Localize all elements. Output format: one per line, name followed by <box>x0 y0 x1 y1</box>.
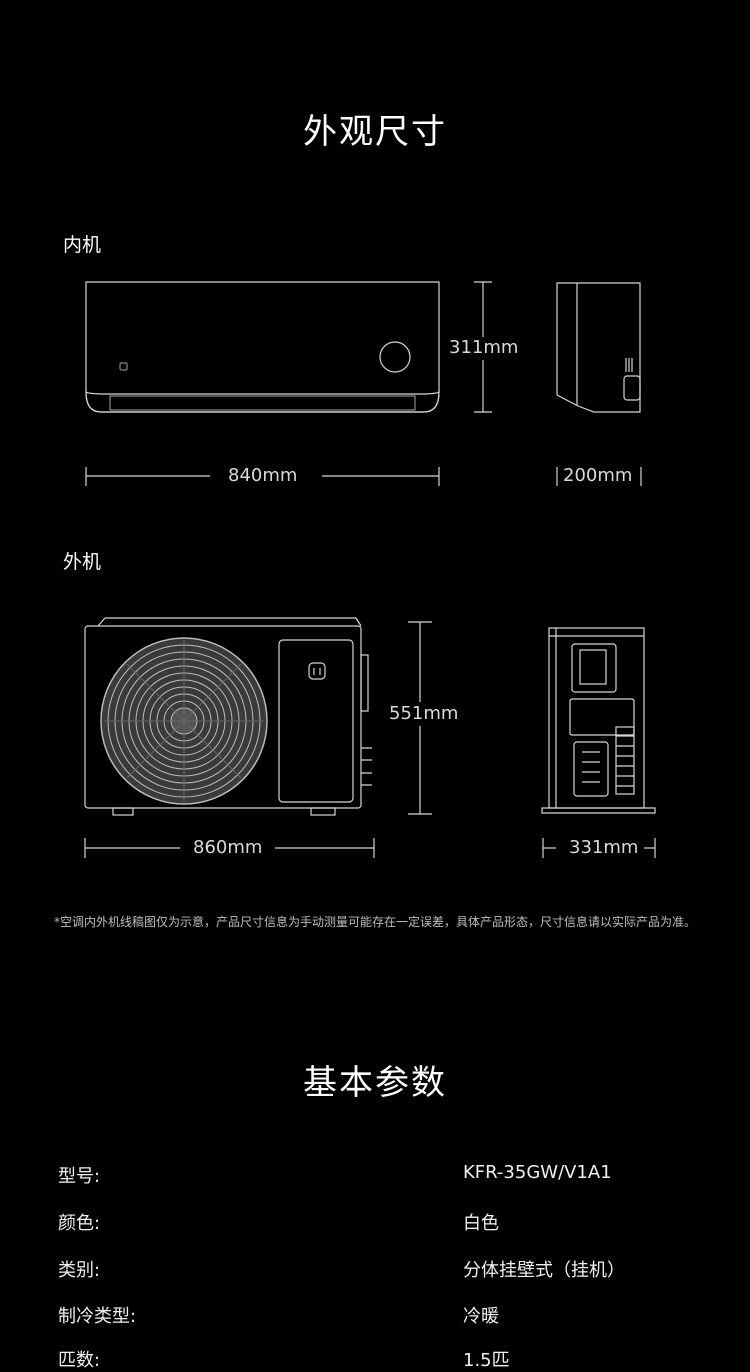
indoor-unit-front-drawing <box>85 281 440 413</box>
mijia-logo-icon <box>308 662 326 680</box>
spec-label-category: 类别: <box>58 1260 101 1281</box>
spec-label-cooling-type: 制冷类型: <box>58 1306 137 1327</box>
outdoor-width-dimension <box>84 838 375 858</box>
indoor-height-label: 311mm <box>443 337 525 359</box>
control-knob-icon <box>379 341 411 373</box>
spec-value-model: KFR-35GW/V1A1 <box>463 1162 612 1183</box>
outdoor-width-label: 860mm <box>187 837 269 859</box>
outdoor-depth-label: 331mm <box>563 837 645 859</box>
disclaimer-note: *空调内外机线稿图仅为示意，产品尺寸信息为手动测量可能存在一定误差，具体产品形态… <box>53 915 696 929</box>
spec-value-category: 分体挂壁式（挂机） <box>463 1260 625 1281</box>
mijia-logo-icon <box>119 362 128 371</box>
section-title-specs: 基本参数 <box>303 1063 447 1103</box>
indoor-width-label: 840mm <box>222 465 304 487</box>
outdoor-unit-side-drawing <box>541 627 656 814</box>
outdoor-height-label: 551mm <box>383 703 465 725</box>
section-title-appearance: 外观尺寸 <box>303 112 447 152</box>
outdoor-depth-dimension <box>542 838 656 858</box>
outdoor-unit-label: 外机 <box>63 551 102 573</box>
spec-label-color: 颜色: <box>58 1213 101 1234</box>
spec-label-horsepower: 匹数: <box>58 1350 101 1371</box>
outdoor-unit-front-drawing <box>84 617 372 816</box>
outdoor-height-dimension <box>408 621 432 815</box>
indoor-unit-side-drawing <box>556 282 641 413</box>
indoor-width-dimension <box>85 467 440 486</box>
spec-value-horsepower: 1.5匹 <box>463 1350 510 1371</box>
indoor-depth-dimension <box>556 467 642 486</box>
spec-label-model: 型号: <box>58 1166 101 1187</box>
spec-value-color: 白色 <box>463 1213 499 1234</box>
indoor-height-dimension <box>474 281 492 413</box>
indoor-unit-label: 内机 <box>63 234 102 256</box>
fan-grille-icon <box>100 637 268 805</box>
indoor-depth-label: 200mm <box>559 465 637 487</box>
spec-value-cooling-type: 冷暖 <box>463 1306 499 1327</box>
